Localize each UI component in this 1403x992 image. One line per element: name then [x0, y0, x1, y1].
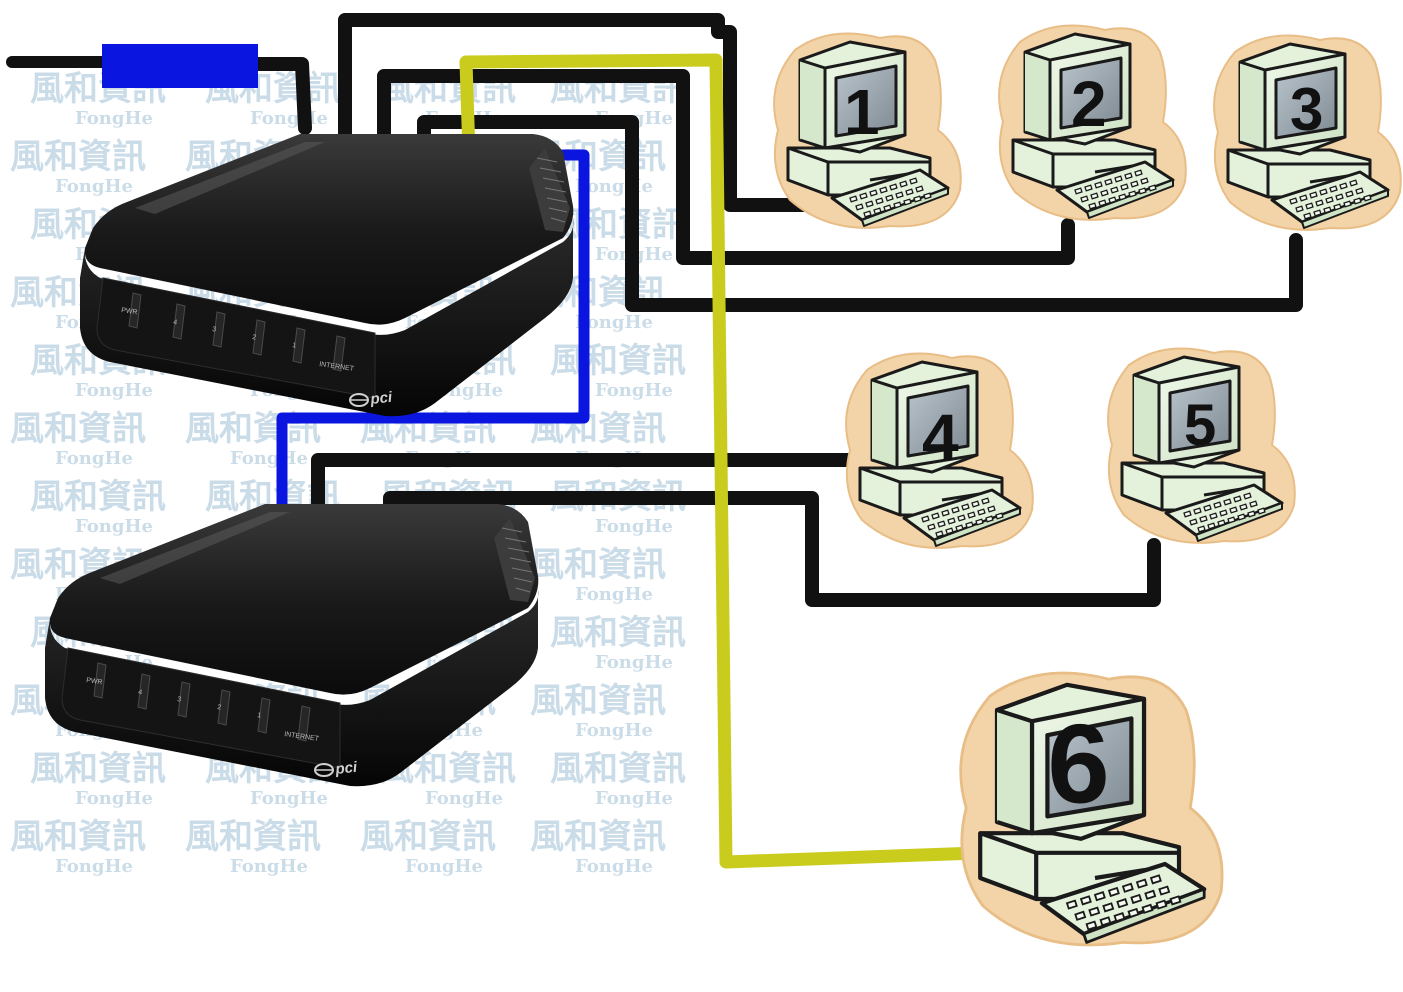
watermark-latin: FongHe	[595, 788, 673, 809]
computer-4: 4	[844, 352, 1035, 550]
watermark-cjk: 風和資訊	[530, 817, 666, 857]
port-label-internet: INTERNET	[319, 361, 355, 373]
router-bottom-port-labels: PWR 4 3 2 1 INTERNET	[86, 677, 320, 743]
router-brand-logo: pci	[369, 389, 394, 408]
watermark-latin: FongHe	[575, 720, 653, 741]
watermark-cjk: 風和資訊	[10, 409, 146, 449]
computer-number: 6	[1047, 701, 1109, 826]
cable-router2-to-pc5	[383, 491, 1161, 607]
watermark-latin: FongHe	[55, 176, 133, 197]
port-label-pwr: PWR	[86, 677, 103, 686]
cable-router1-to-pc1	[338, 13, 822, 212]
watermark-latin: FongHe	[75, 788, 153, 809]
port-label-3: 3	[212, 326, 217, 333]
cable-router2-to-pc4	[311, 453, 857, 517]
router-brand-logo: pci	[334, 759, 359, 778]
port-label-2: 2	[252, 334, 257, 341]
watermark-latin: FongHe	[250, 108, 328, 129]
port-label-1: 1	[257, 712, 262, 719]
watermark-cjk: 風和資訊	[185, 817, 321, 857]
computer-5: 5	[1106, 347, 1297, 545]
computer-3: 3	[1212, 34, 1403, 232]
watermark-cjk: 風和資訊	[30, 749, 166, 789]
watermark-latin: FongHe	[75, 108, 153, 129]
port-label-2: 2	[217, 704, 222, 711]
modem-icon	[102, 44, 258, 88]
watermark-cjk: 風和資訊	[30, 477, 166, 517]
watermark-latin: FongHe	[595, 516, 673, 537]
watermark-latin: FongHe	[575, 856, 653, 877]
watermark-latin: FongHe	[230, 856, 308, 877]
watermark-cjk: 風和資訊	[550, 749, 686, 789]
watermark-latin: FongHe	[405, 856, 483, 877]
computer-number: 5	[1184, 393, 1216, 458]
watermark-latin: FongHe	[75, 516, 153, 537]
cable-modem-to-router1	[251, 57, 312, 135]
watermark-latin: FongHe	[575, 312, 653, 333]
router-icon: PWR 4 3 2 1 INTERNET pci	[44, 503, 540, 788]
router-top-port-labels: PWR 4 3 2 1 INTERNET	[121, 307, 355, 373]
computer-number: 2	[1071, 68, 1107, 140]
port-label-pwr: PWR	[121, 307, 138, 316]
watermark-latin: FongHe	[250, 788, 328, 809]
cable-router1-to-pc3	[417, 115, 1303, 312]
watermark-latin: FongHe	[55, 856, 133, 877]
cables	[6, 13, 1303, 869]
watermark-latin: FongHe	[425, 788, 503, 809]
computer-number: 3	[1290, 76, 1323, 143]
watermark-latin: FongHe	[55, 448, 133, 469]
watermark-latin: FongHe	[575, 584, 653, 605]
cable-router1-to-pc6	[459, 53, 985, 869]
watermark-cjk: 風和資訊	[550, 613, 686, 653]
watermark-latin: FongHe	[230, 448, 308, 469]
watermark-latin: FongHe	[595, 380, 673, 401]
port-label-1: 1	[292, 342, 297, 349]
port-label-4: 4	[138, 689, 143, 696]
watermark-cjk: 風和資訊	[10, 137, 146, 177]
port-label-3: 3	[177, 696, 182, 703]
computer-number: 4	[922, 400, 959, 474]
computer-1: 1	[772, 32, 963, 230]
cable-router1-to-pc2	[377, 69, 1075, 265]
watermark-cjk: 風和資訊	[360, 817, 496, 857]
watermark-cjk: 風和資訊	[10, 817, 146, 857]
watermark-cjk: 風和資訊	[530, 545, 666, 585]
port-label-4: 4	[173, 319, 178, 326]
computer-2: 2	[997, 24, 1188, 222]
watermark-latin: FongHe	[75, 380, 153, 401]
watermark-cjk: 風和資訊	[530, 681, 666, 721]
port-label-internet: INTERNET	[284, 731, 320, 743]
router-icon: PWR 4 3 2 1 INTERNET pci	[79, 133, 575, 418]
computer-6: 6	[961, 673, 1222, 945]
watermark-latin: FongHe	[595, 652, 673, 673]
computer-number: 1	[844, 76, 880, 148]
watermark-cjk: 風和資訊	[550, 341, 686, 381]
